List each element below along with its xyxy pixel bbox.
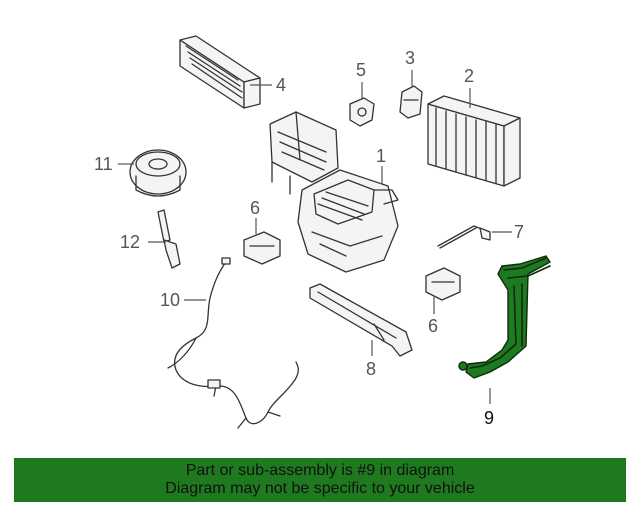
callout-1: 1: [376, 146, 386, 166]
part-7-sensor[interactable]: [437, 225, 491, 249]
info-banner-background: [14, 458, 626, 502]
callout-8: 8: [366, 359, 376, 379]
part-9-ac-line-assembly[interactable]: [458, 255, 551, 379]
callout-7: 7: [514, 222, 524, 242]
banner-line-2: Diagram may not be specific to your vehi…: [165, 480, 475, 497]
part-3-expansion-valve[interactable]: [399, 85, 423, 119]
callout-9: 9: [484, 408, 494, 428]
part-5-actuator[interactable]: [349, 97, 375, 127]
callout-4: 4: [276, 75, 286, 95]
part-10-wiring-harness[interactable]: [167, 257, 299, 429]
part-6-actuator-left[interactable]: [243, 231, 281, 265]
callout-12: 12: [120, 232, 140, 252]
callout-3: 3: [405, 48, 415, 68]
callout-2: 2: [464, 66, 474, 86]
callout-6a: 6: [250, 198, 260, 218]
part-8-duct[interactable]: [309, 283, 413, 357]
banner-line-1: Part or sub-assembly is #9 in diagram: [185, 462, 455, 479]
part-12-resistor[interactable]: [157, 209, 181, 269]
callout-6b: 6: [428, 316, 438, 336]
part-11-blower-motor[interactable]: [129, 149, 187, 197]
callout-5: 5: [356, 60, 366, 80]
part-4-cabin-filter[interactable]: [179, 35, 261, 109]
callout-11: 11: [94, 154, 113, 174]
part-6-actuator-right[interactable]: [425, 267, 461, 301]
info-banner: Part or sub-assembly is #9 in diagram Di…: [14, 458, 626, 502]
part-1-hvac-case[interactable]: [269, 111, 399, 273]
callout-10: 10: [160, 290, 180, 310]
part-2-evaporator-core[interactable]: [427, 95, 521, 187]
